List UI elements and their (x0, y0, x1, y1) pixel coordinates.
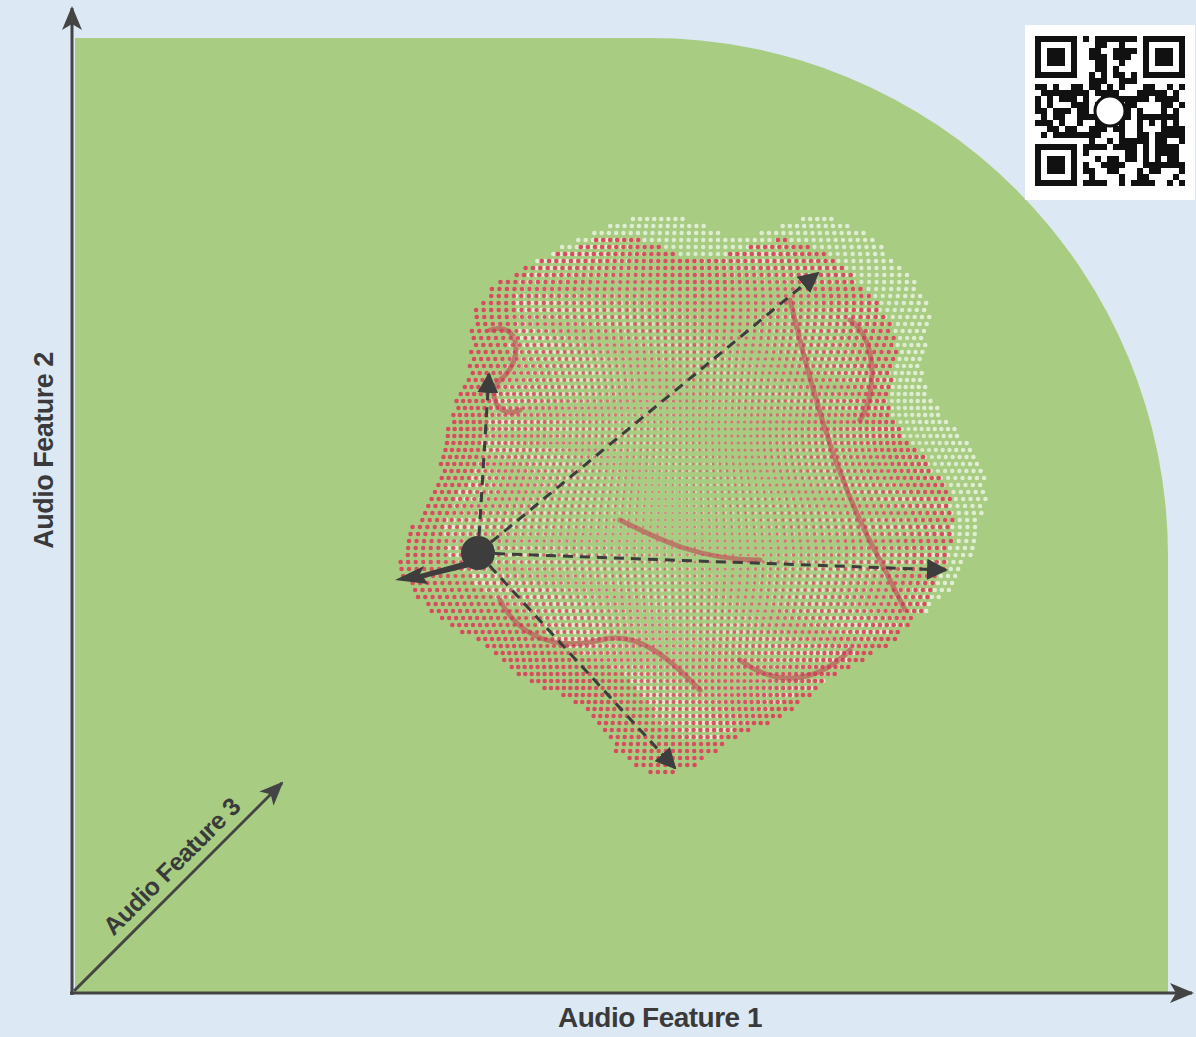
axis-label: Audio Feature 1 (558, 1004, 762, 1032)
feature-region (75, 38, 1168, 993)
z-axis (74, 783, 282, 991)
axis-label: Audio Feature 3 (99, 793, 245, 939)
sample-point (461, 536, 495, 570)
gradient-arrow (395, 560, 474, 584)
qr-code (1025, 25, 1195, 200)
axis-label: Audio Feature 2 (31, 352, 58, 549)
x-axis (70, 992, 1192, 995)
qr-modules (1035, 36, 1185, 186)
point-cloud-blob (398, 238, 954, 775)
blob-folds (490, 300, 905, 690)
y-axis (71, 8, 74, 995)
vector-arrows (478, 273, 946, 768)
ghost-blob (444, 217, 988, 740)
